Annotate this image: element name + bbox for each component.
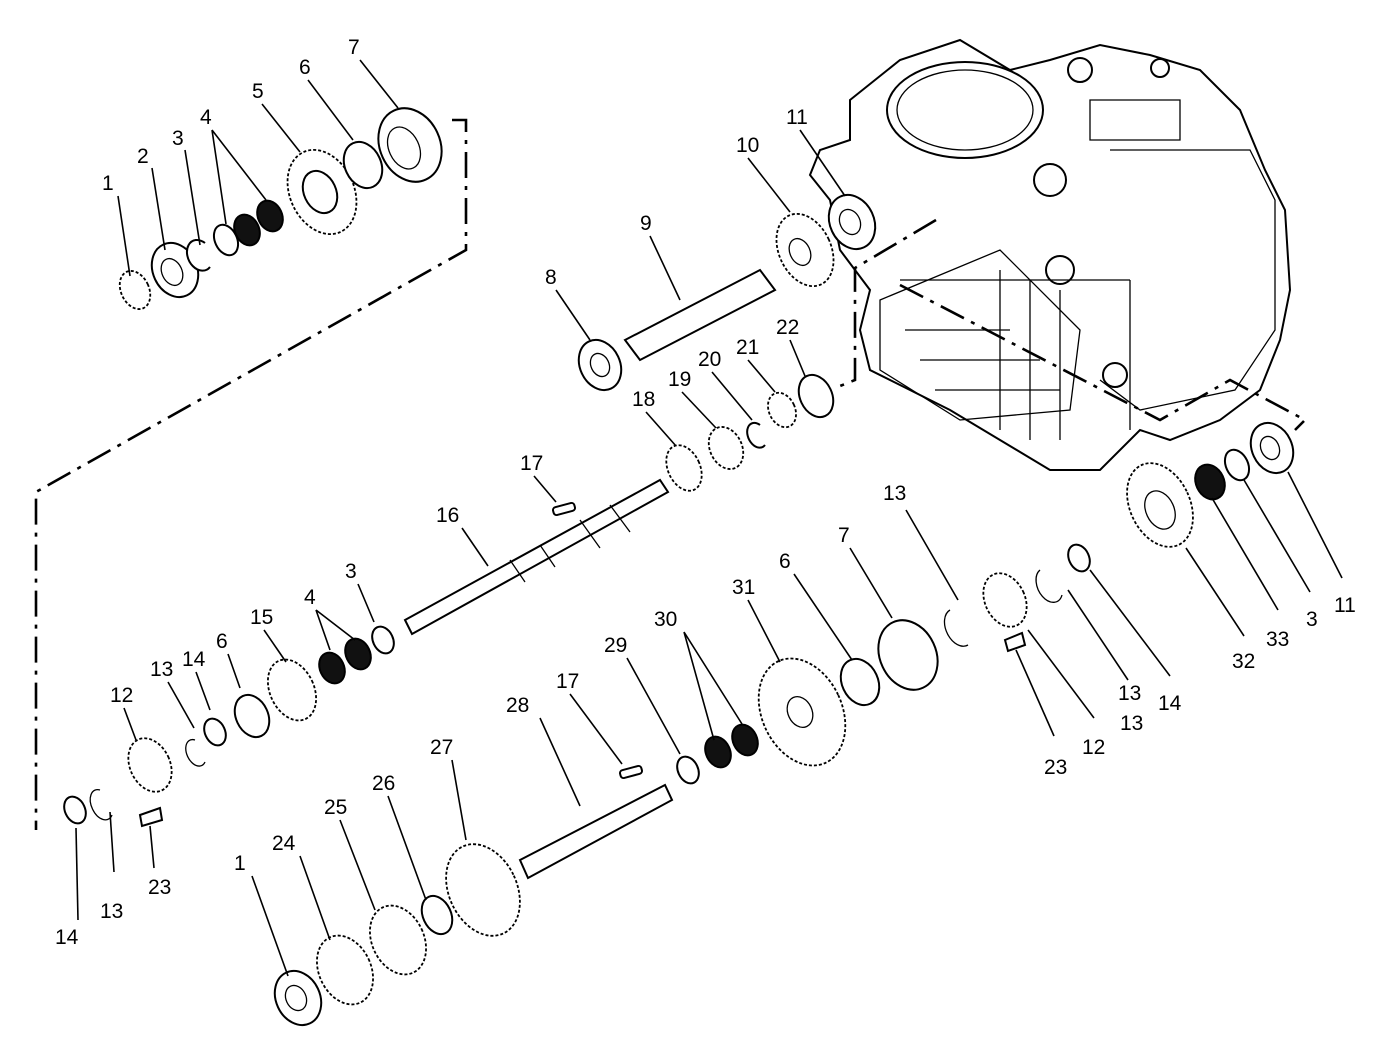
callout-3-mid: 3	[345, 560, 357, 583]
right-parts	[1126, 421, 1295, 548]
callout-25: 25	[324, 796, 347, 819]
countershaft-parts	[577, 193, 877, 492]
callout-15: 15	[250, 606, 273, 629]
callout-4-mid: 4	[304, 586, 316, 609]
callout-31: 31	[732, 576, 755, 599]
callout-7-top: 7	[348, 36, 360, 59]
callout-14-right: 14	[1158, 692, 1182, 715]
callout-13-right-top: 13	[883, 482, 906, 505]
callout-13-left: 13	[100, 900, 123, 923]
callout-4-top: 4	[200, 106, 212, 129]
callout-labels: 1 2 3 4 5 6 7 8 9 10 11 22 21 20 19 18 1…	[55, 36, 1356, 949]
callout-17-lower: 17	[556, 670, 579, 693]
callout-11-top: 11	[786, 106, 808, 129]
callout-10: 10	[736, 134, 759, 157]
callout-23-right: 23	[1044, 756, 1067, 779]
callout-6-mid: 6	[216, 630, 228, 653]
callout-18: 18	[632, 388, 655, 411]
callout-1-top: 1	[102, 172, 114, 195]
callout-12-right: 12	[1082, 736, 1105, 759]
upper-left-parts	[118, 107, 443, 310]
callout-22: 22	[776, 316, 799, 339]
callout-13-mid: 13	[150, 658, 173, 681]
callout-32: 32	[1232, 650, 1255, 673]
callout-21: 21	[736, 336, 759, 359]
callout-23-left: 23	[148, 876, 171, 899]
callout-3-right: 3	[1306, 608, 1318, 631]
lower-shaft-parts	[273, 543, 1091, 1027]
callout-16: 16	[436, 504, 459, 527]
callout-20: 20	[698, 348, 721, 371]
mainshaft-parts	[63, 478, 670, 828]
callout-6-right: 6	[779, 550, 791, 573]
callout-9: 9	[640, 212, 652, 235]
callout-5: 5	[252, 80, 264, 103]
callout-7-mid: 7	[838, 524, 850, 547]
callout-13-right-low: 13	[1118, 682, 1141, 705]
callout-1-bottom: 1	[234, 852, 246, 875]
callout-28: 28	[506, 694, 529, 717]
callout-29: 29	[604, 634, 627, 657]
callout-14-mid: 14	[182, 648, 206, 671]
leader-lines	[75, 59, 1343, 977]
callout-27: 27	[430, 736, 453, 759]
callout-12-left: 12	[110, 684, 133, 707]
callout-8: 8	[545, 266, 557, 289]
callout-3-top: 3	[172, 127, 184, 150]
callout-14-left: 14	[55, 926, 79, 949]
callout-33: 33	[1266, 628, 1289, 651]
callout-11-right: 11	[1334, 594, 1356, 617]
assembly-lines	[34, 118, 1308, 830]
callout-24: 24	[272, 832, 296, 855]
callout-26: 26	[372, 772, 395, 795]
callout-17-upper: 17	[520, 452, 543, 475]
transmission-case	[808, 38, 1292, 471]
callout-13-right-mid: 13	[1120, 712, 1143, 735]
callout-19: 19	[668, 368, 691, 391]
callout-30: 30	[654, 608, 677, 631]
callout-2: 2	[137, 145, 149, 168]
callout-6-top: 6	[299, 56, 311, 79]
